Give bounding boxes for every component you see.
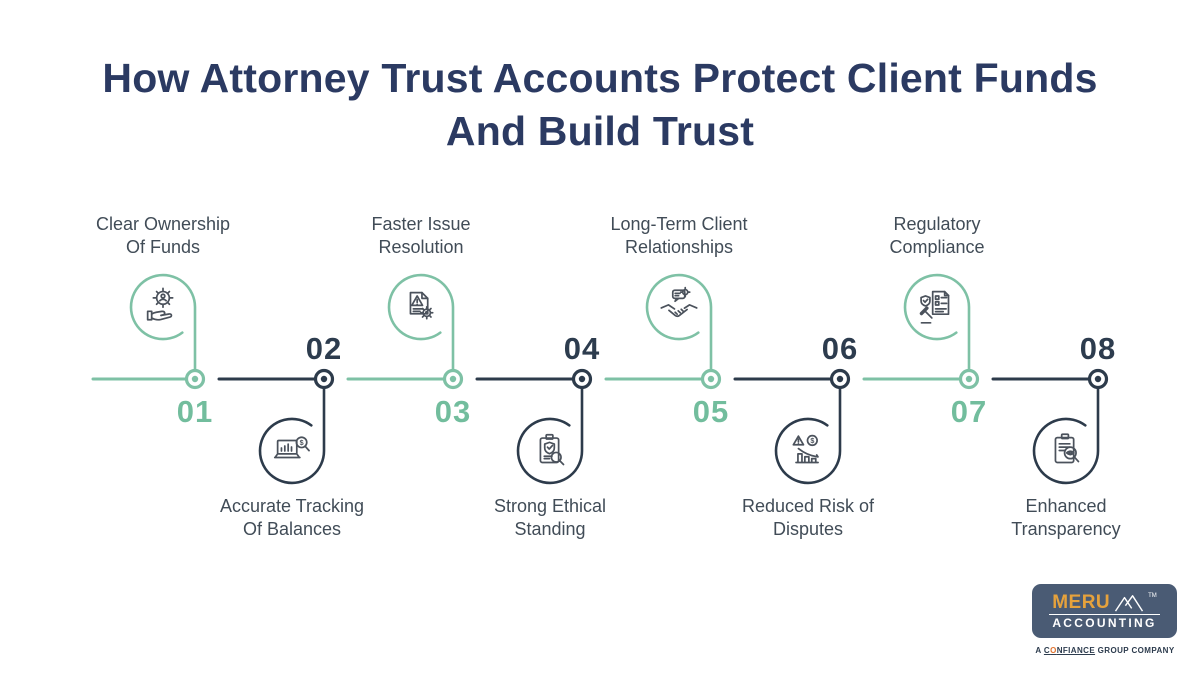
item-2-number: 02 bbox=[305, 331, 343, 366]
icon-balloon-2 bbox=[258, 386, 326, 485]
timeline-node-6 bbox=[829, 368, 851, 390]
icon-balloon-6 bbox=[774, 386, 842, 485]
icon-balloon-5 bbox=[645, 273, 713, 372]
hand-holding-gear-icon bbox=[140, 284, 186, 330]
svg-text:$: $ bbox=[810, 437, 814, 445]
shield-checklist-gavel-icon bbox=[914, 284, 960, 330]
timeline-node-3 bbox=[442, 368, 464, 390]
item-7-number: 07 bbox=[950, 394, 988, 429]
document-warning-gear-icon bbox=[398, 284, 444, 330]
clipboard-eye-magnifier-icon bbox=[1043, 428, 1089, 474]
item-4-number: 04 bbox=[563, 331, 601, 366]
timeline-node-2 bbox=[313, 368, 335, 390]
icon-balloons bbox=[129, 273, 1100, 485]
item-1-label: Clear Ownership Of Funds bbox=[95, 214, 231, 258]
meru-accounting-logo: MERU TM ACCOUNTING bbox=[1032, 584, 1177, 638]
item-3-number: 03 bbox=[434, 394, 472, 429]
icon-balloon-7 bbox=[903, 273, 971, 372]
infographic-title: How Attorney Trust Accounts Protect Clie… bbox=[102, 55, 1098, 155]
timeline-node-4 bbox=[571, 368, 593, 390]
icon-balloon-4 bbox=[516, 386, 584, 485]
timeline-node-1 bbox=[184, 368, 206, 390]
icon-balloon-1 bbox=[129, 273, 197, 372]
item-4-label: Strong Ethical Standing bbox=[493, 496, 607, 540]
timeline-node-7 bbox=[958, 368, 980, 390]
handshake-gear-icon bbox=[656, 284, 702, 330]
item-8-number: 08 bbox=[1079, 331, 1117, 366]
laptop-chart-magnifier-icon: $ bbox=[269, 428, 315, 474]
item-5-number: 05 bbox=[692, 394, 730, 429]
item-7-label: Regulatory Compliance bbox=[889, 214, 985, 258]
icon-balloon-3 bbox=[387, 273, 455, 372]
item-3-label: Faster Issue Resolution bbox=[371, 214, 471, 258]
mountains-icon bbox=[1115, 595, 1144, 612]
item-1-number: 01 bbox=[176, 394, 214, 429]
logo-tm-mark: TM bbox=[1148, 593, 1157, 599]
item-5-label: Long-Term Client Relationships bbox=[610, 214, 748, 258]
timeline-node-5 bbox=[700, 368, 722, 390]
clipboard-shield-magnifier-icon bbox=[527, 428, 573, 474]
timeline-nodes bbox=[184, 368, 1109, 390]
icon-balloon-8 bbox=[1032, 386, 1100, 485]
risk-decline-chart-icon: $ bbox=[785, 428, 831, 474]
confiance-wordmark: CONFIANCE bbox=[1043, 646, 1096, 655]
item-2-label: Accurate Tracking Of Balances bbox=[219, 496, 365, 540]
logo-brand-row: MERU TM bbox=[1049, 593, 1160, 615]
timeline-node-8 bbox=[1087, 368, 1109, 390]
item-6-number: 06 bbox=[821, 331, 859, 366]
logo-tagline: A CONFIANCE GROUP COMPANY bbox=[1035, 646, 1175, 655]
item-8-label: Enhanced Transparency bbox=[1011, 496, 1121, 540]
item-6-label: Reduced Risk of Disputes bbox=[741, 496, 875, 540]
svg-text:$: $ bbox=[300, 439, 304, 447]
logo-brand-name: MERU bbox=[1052, 592, 1111, 613]
logo-brand-sub: ACCOUNTING bbox=[1052, 616, 1157, 630]
